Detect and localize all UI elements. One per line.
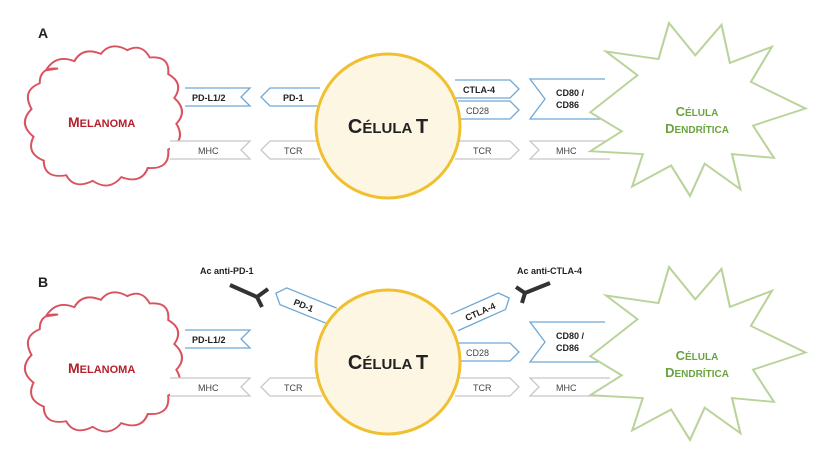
tcr-right-shape xyxy=(455,377,520,397)
dendritic-label-line2: DENDRÍTICA xyxy=(665,121,729,136)
mhc-left-shape xyxy=(170,140,252,160)
cd86-label: CD86 xyxy=(556,343,579,353)
ctla4-shape xyxy=(450,292,511,332)
mhc-right: MHC xyxy=(528,377,610,397)
t-cell: CÉLULA T xyxy=(314,52,462,200)
t-cell-circle xyxy=(314,52,462,200)
cd28-shape xyxy=(458,100,520,120)
cd28-receptor: CD28 xyxy=(458,342,520,362)
pdl1-shape xyxy=(185,329,252,349)
mhc-left-label: MHC xyxy=(198,383,219,393)
mhc-right-shape xyxy=(528,377,610,397)
pdl1-label: PD-L1/2 xyxy=(192,93,226,103)
ctla4-receptor: CTLA-4 xyxy=(450,292,511,332)
pd1-shape xyxy=(275,287,337,326)
anti-ctla4-antibody-icon xyxy=(514,281,551,304)
cd80-cd86-receptor: CD80 / CD86 xyxy=(528,78,605,120)
mhc-left-label: MHC xyxy=(198,146,219,156)
dendritic-label-line1: CÉLULA xyxy=(676,348,719,363)
ctla4-label: CTLA-4 xyxy=(463,85,495,95)
panel-a: A MELANOMA PD-L1/2 PD-1 MHC TCR CTL xyxy=(23,21,807,200)
mhc-right-shape xyxy=(528,140,610,160)
tcr-right: TCR xyxy=(455,140,520,160)
cd80-shape xyxy=(528,78,605,120)
pd1-label: PD-1 xyxy=(283,93,304,103)
pdl1-shape xyxy=(185,87,252,107)
tcr-left-label: TCR xyxy=(284,146,303,156)
anti-pd1-label: Ac anti-PD-1 xyxy=(200,266,254,276)
panel-letter: A xyxy=(38,25,48,41)
t-cell-label: CÉLULA T xyxy=(348,116,428,138)
pdl1-receptor: PD-L1/2 xyxy=(185,329,252,349)
cd28-shape xyxy=(458,342,520,362)
t-cell-circle xyxy=(314,288,462,436)
mhc-left-shape xyxy=(170,377,252,397)
cd80-label: CD80 / xyxy=(556,88,585,98)
dendritic-label-line2: DENDRÍTICA xyxy=(665,365,729,380)
cd80-label: CD80 / xyxy=(556,331,585,341)
cd28-receptor: CD28 xyxy=(458,100,520,120)
melanoma-cell: MELANOMA xyxy=(23,291,184,433)
pd1-receptor: PD-1 xyxy=(275,287,337,326)
cd28-label: CD28 xyxy=(466,348,489,358)
tcr-left-label: TCR xyxy=(284,383,303,393)
melanoma-label: MELANOMA xyxy=(68,360,135,376)
dendritic-label-line1: CÉLULA xyxy=(676,104,719,119)
tcr-left: TCR xyxy=(260,140,320,160)
anti-pd1-antibody-icon xyxy=(229,283,270,308)
melanoma-cloud-shape xyxy=(23,45,184,187)
melanoma-label: MELANOMA xyxy=(68,114,135,130)
panel-b: B Ac anti-PD-1 Ac anti-CTLA-4 MELANOMA P… xyxy=(23,265,807,441)
mhc-right-label: MHC xyxy=(556,146,577,156)
cd80-cd86-receptor: CD80 / CD86 xyxy=(528,321,605,363)
tcr-right-label: TCR xyxy=(473,146,492,156)
tcr-right: TCR xyxy=(455,377,520,397)
melanoma-cloud-shape xyxy=(23,291,184,433)
melanoma-cell: MELANOMA xyxy=(23,45,184,187)
cd80-shape xyxy=(528,321,605,363)
mhc-left: MHC xyxy=(170,377,252,397)
pd1-shape xyxy=(260,87,320,107)
mhc-right-label: MHC xyxy=(556,383,577,393)
ctla4-shape xyxy=(455,79,520,99)
cd86-label: CD86 xyxy=(556,100,579,110)
cd28-label: CD28 xyxy=(466,106,489,116)
tcr-left-shape xyxy=(260,140,320,160)
mhc-left: MHC xyxy=(170,140,252,160)
mhc-right: MHC xyxy=(528,140,610,160)
ctla4-receptor: CTLA-4 xyxy=(455,79,520,99)
tcr-left: TCR xyxy=(260,377,322,397)
pdl1-receptor: PD-L1/2 xyxy=(185,87,252,107)
dendritic-cell: CÉLULA DENDRÍTICA xyxy=(589,21,807,197)
t-cell-label: CÉLULA T xyxy=(348,352,428,374)
t-cell: CÉLULA T xyxy=(314,288,462,436)
dendritic-cell: CÉLULA DENDRÍTICA xyxy=(589,265,807,441)
pd1-receptor: PD-1 xyxy=(260,87,320,107)
anti-ctla4-label: Ac anti-CTLA-4 xyxy=(517,266,582,276)
panel-letter: B xyxy=(38,274,48,290)
tcr-right-shape xyxy=(455,140,520,160)
tcr-left-shape xyxy=(260,377,322,397)
pdl1-label: PD-L1/2 xyxy=(192,335,226,345)
tcr-right-label: TCR xyxy=(473,383,492,393)
